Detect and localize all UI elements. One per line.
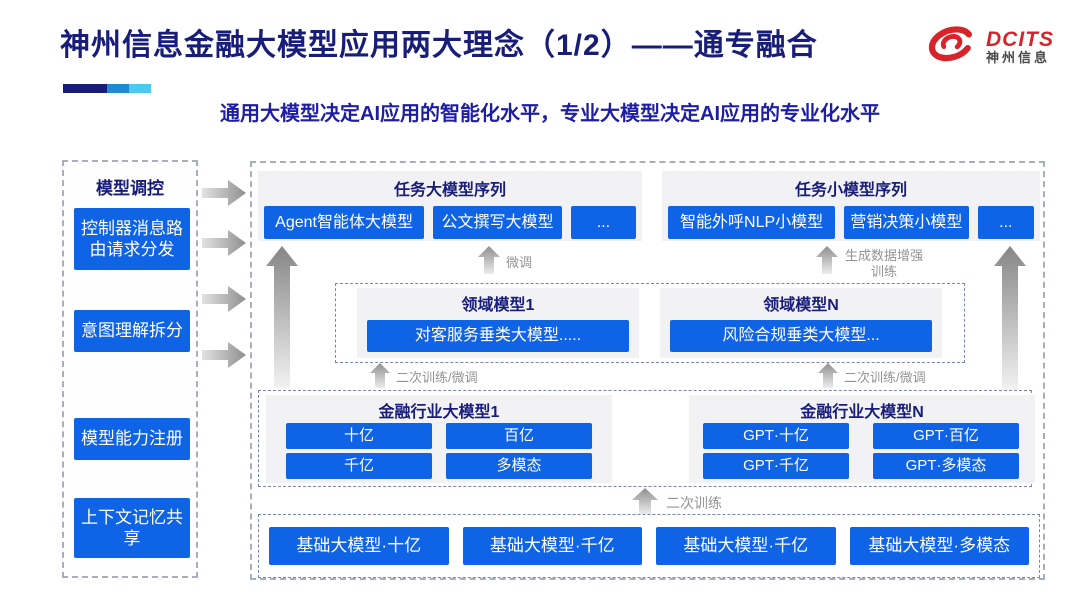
chip-1b: 十亿	[286, 423, 432, 449]
industry-group-n-title: 金融行业大模型N	[800, 404, 924, 421]
flow-arrow-right-icon	[202, 180, 246, 206]
flow-arrow-right-icon	[202, 342, 246, 368]
chip-gpt-100b: GPT·千亿	[703, 453, 849, 479]
accent-bar-navy	[63, 84, 107, 93]
chip-agent-large-model: Agent智能体大模型	[264, 206, 425, 239]
task-small-model-panel: 任务小模型序列 智能外呼NLP小模型 营销决策小模型 ...	[662, 171, 1040, 241]
domain-model-box: 领域模型1 对客服务垂类大模型..... 领域模型N 风险合规垂类大模型...	[335, 283, 965, 363]
tall-arrow-up-right-icon	[994, 246, 1026, 390]
subtitle: 通用大模型决定AI应用的智能化水平，专业大模型决定AI应用的专业化水平	[220, 103, 880, 125]
chip-10b: 百亿	[446, 423, 592, 449]
domain-group-1: 领域模型1 对客服务垂类大模型.....	[357, 288, 639, 358]
task-small-model-title: 任务小模型序列	[794, 182, 907, 199]
domain-group-n: 领域模型N 风险合规垂类大模型...	[660, 288, 942, 358]
chip-base-100b-b: 基础大模型·千亿	[656, 527, 836, 565]
base-model-box: 基础大模型·十亿 基础大模型·千亿 基础大模型·千亿 基础大模型·多模态	[258, 514, 1040, 578]
flow-arrow-right-icon	[202, 286, 246, 312]
task-large-model-title: 任务大模型序列	[393, 182, 506, 199]
chip-nlp-outbound-model: 智能外呼NLP小模型	[668, 206, 836, 239]
architecture-board	[250, 161, 1045, 580]
model-control-panel: 模型调控 控制器消息路由请求分发 意图理解拆分 模型能力注册 上下文记忆共享	[62, 160, 198, 578]
title-accent-bar	[63, 84, 151, 93]
chip-base-100b-a: 基础大模型·千亿	[462, 527, 642, 565]
chip-gpt-1b: GPT·十亿	[703, 423, 849, 449]
tall-arrow-up-left-icon	[266, 246, 298, 388]
secondary-finetune-left-label: 二次训练/微调	[396, 370, 478, 385]
secondary-training-label: 二次训练	[666, 495, 722, 511]
chip-base-1b: 基础大模型·十亿	[269, 527, 449, 565]
logo-brand-cn: 神州信息	[986, 49, 1051, 65]
chip-base-multimodal: 基础大模型·多模态	[849, 527, 1029, 565]
domain-group-1-title: 领域模型1	[461, 297, 535, 314]
chip-risk-compliance-model: 风险合规垂类大模型...	[670, 320, 932, 352]
chip-document-writing-model: 公文撰写大模型	[433, 206, 562, 239]
chip-gpt-multimodal: GPT·多模态	[873, 453, 1019, 479]
secondary-finetune-right-arrow-icon	[818, 363, 838, 388]
industry-group-n: 金融行业大模型N GPT·十亿 GPT·百亿 GPT·千亿 GPT·多模态	[689, 395, 1035, 483]
chip-100b: 千亿	[286, 453, 432, 479]
sidebar-item-router: 控制器消息路由请求分发	[74, 208, 190, 270]
chip-customer-service-model: 对客服务垂类大模型.....	[367, 320, 629, 352]
secondary-training-arrow-icon	[632, 488, 658, 514]
domain-group-n-title: 领域模型N	[763, 297, 839, 314]
industry-model-box: 金融行业大模型1 十亿 百亿 千亿 多模态 金融行业大模型N GPT·十亿 GP…	[258, 390, 1035, 487]
logo-swirl-icon	[922, 22, 980, 71]
chip-multimodal: 多模态	[446, 453, 592, 479]
sidebar-item-registry: 模型能力注册	[74, 418, 190, 460]
page-title: 神州信息金融大模型应用两大理念（1/2）——通专融合	[60, 29, 818, 62]
task-large-model-panel: 任务大模型序列 Agent智能体大模型 公文撰写大模型 ...	[258, 171, 642, 241]
chip-small-model-ellipsis: ...	[977, 206, 1034, 239]
industry-group-1-title: 金融行业大模型1	[378, 404, 500, 421]
secondary-finetune-right-label: 二次训练/微调	[844, 370, 926, 385]
sidebar-item-intent: 意图理解拆分	[74, 310, 190, 352]
logo-brand-text: DCITS	[986, 27, 1054, 51]
gen-data-arrow-up-icon	[816, 246, 838, 274]
dcits-logo: DCITS 神州信息	[922, 22, 1054, 71]
secondary-finetune-left-arrow-icon	[370, 363, 390, 388]
finetune-arrow-up-icon	[478, 246, 500, 274]
chip-gpt-10b: GPT·百亿	[873, 423, 1019, 449]
gen-data-training-label: 生成数据增强训练	[844, 248, 923, 279]
accent-bar-cyan	[129, 84, 151, 93]
sidebar-item-context: 上下文记忆共享	[74, 498, 190, 558]
finetune-label: 微调	[506, 255, 533, 270]
chip-marketing-decision-model: 营销决策小模型	[844, 206, 969, 239]
flow-arrow-right-icon	[202, 230, 246, 256]
chip-large-model-ellipsis: ...	[570, 206, 636, 239]
model-control-title: 模型调控	[96, 179, 164, 198]
industry-group-1: 金融行业大模型1 十亿 百亿 千亿 多模态	[266, 395, 612, 483]
accent-bar-blue	[107, 84, 129, 93]
